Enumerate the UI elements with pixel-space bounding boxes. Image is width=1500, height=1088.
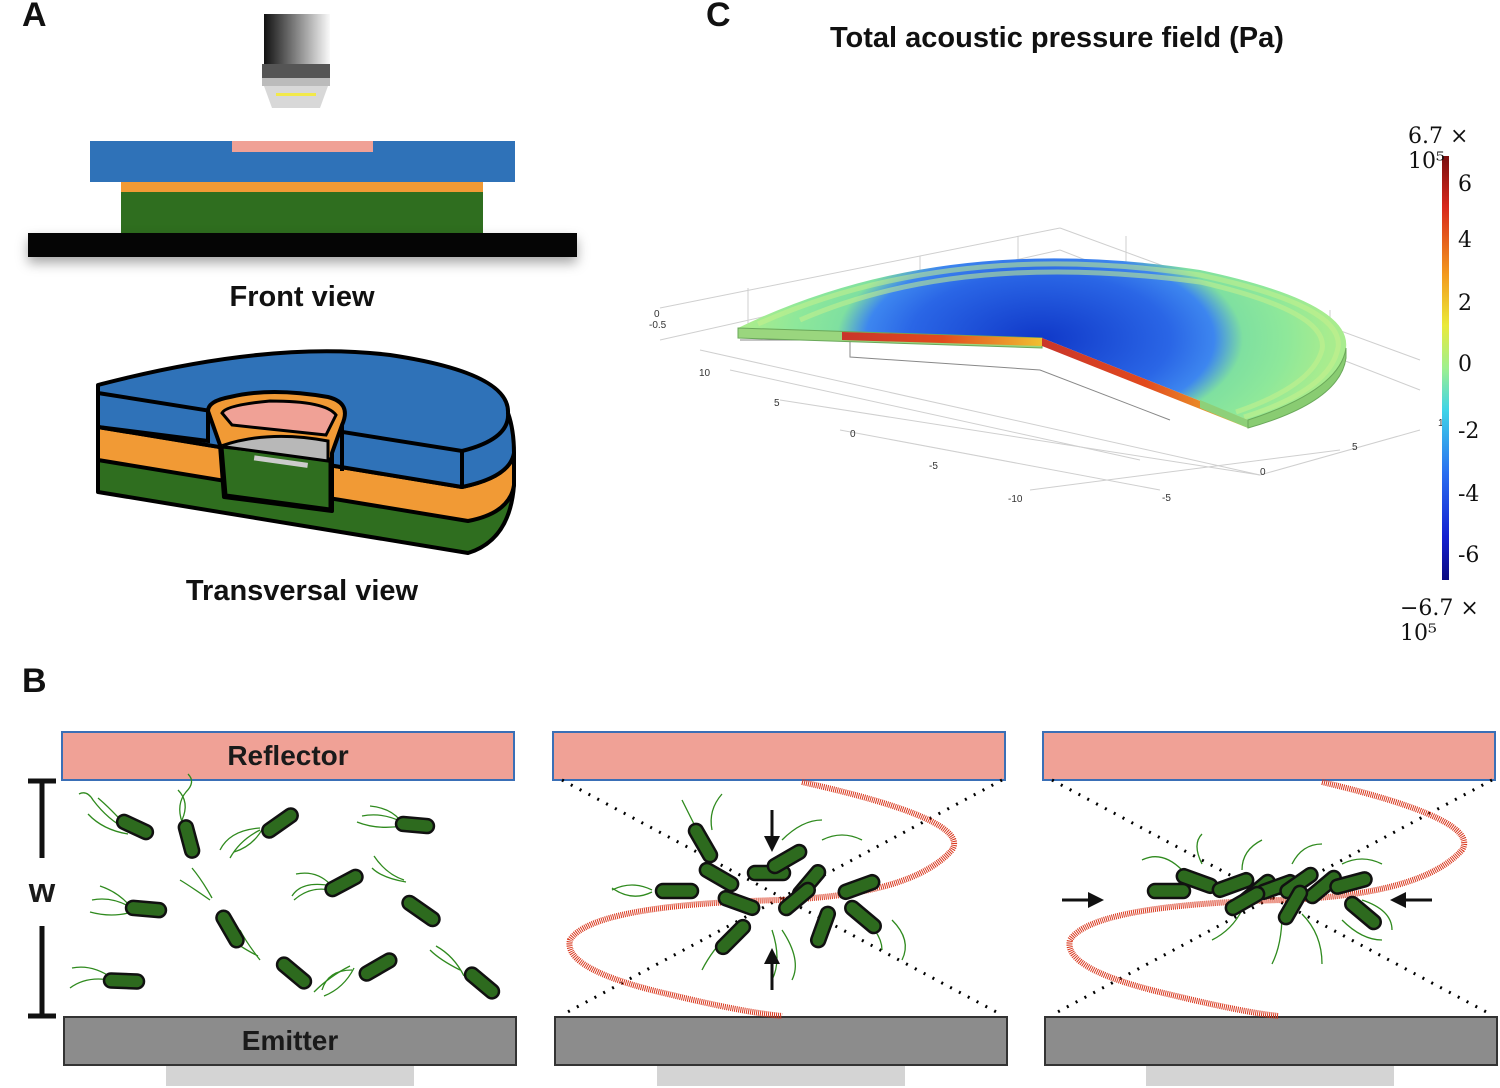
colorbar-tick-neg2: -2	[1458, 419, 1480, 444]
emitter-bar-2	[554, 1016, 1008, 1066]
pressure-field-3d-plot	[659, 227, 1421, 491]
x-tick-4: -10	[1008, 494, 1023, 505]
width-indicator	[28, 778, 56, 1019]
emitter-base-1	[166, 1066, 414, 1086]
colorbar-tick-0: 0	[1458, 352, 1472, 377]
emitter-base-2	[657, 1066, 905, 1086]
reflector-label: Reflector	[227, 740, 349, 771]
x-tick-2: 0	[850, 429, 856, 440]
standing-wave	[1066, 779, 1468, 1019]
colorbar	[1442, 156, 1449, 580]
reflector-bar-2	[552, 731, 1006, 781]
reflector-bar-1	[61, 731, 515, 781]
bacteria-vertical-focus-panel	[561, 778, 1003, 1019]
y-tick-0: -5	[1162, 493, 1171, 504]
horizontal-arrows	[1062, 892, 1432, 908]
colorbar-tick-6: 6	[1458, 172, 1472, 197]
emitter-bar-1	[63, 1016, 517, 1066]
colorbar-max-label: 6.7 × 10⁵	[1408, 124, 1469, 174]
front-view-caption: Front view	[229, 281, 375, 313]
colorbar-tick-2: 2	[1458, 291, 1472, 316]
front-base-plate	[28, 233, 577, 257]
front-pink-chamber	[232, 141, 373, 152]
x-tick-0: 10	[699, 368, 711, 379]
x-tick-1: 5	[774, 398, 780, 409]
front-green-layer	[121, 192, 483, 233]
extra-tick: 1	[1438, 418, 1444, 429]
bacteria-horizontal-focus-panel	[1051, 778, 1493, 1019]
z-tick-1: -0.5	[649, 320, 667, 331]
panel-a-letter: A	[22, 0, 47, 34]
x-tick-3: -5	[929, 461, 938, 472]
vertical-arrows	[764, 810, 780, 990]
reflector-bar-3	[1042, 731, 1496, 781]
front-orange-layer	[121, 182, 483, 192]
emitter-bar-3	[1044, 1016, 1498, 1066]
transversal-view-caption: Transversal view	[185, 575, 419, 607]
width-label: w	[28, 872, 56, 910]
colorbar-min-label: −6.7 × 10⁵	[1400, 596, 1479, 646]
bacteria-scattered-panel	[69, 773, 501, 1000]
z-tick-0: 0	[654, 309, 660, 320]
emitter-base-3	[1146, 1066, 1394, 1086]
colorbar-tick-4: 4	[1458, 228, 1472, 253]
flagella	[69, 773, 465, 997]
colorbar-tick-neg4: -4	[1458, 482, 1480, 507]
colorbar-tick-neg6: -6	[1458, 543, 1480, 568]
emitter-label: Emitter	[241, 1025, 339, 1056]
standing-wave	[566, 779, 957, 1019]
objective-icon	[262, 14, 330, 108]
y-tick-1: 0	[1260, 467, 1266, 478]
transversal-view-diagram	[96, 349, 516, 555]
y-tick-2: 5	[1352, 442, 1358, 453]
panel-c-letter: C	[706, 0, 731, 34]
panel-b-letter: B	[22, 662, 47, 700]
pressure-field-title: Total acoustic pressure field (Pa)	[830, 22, 1284, 54]
